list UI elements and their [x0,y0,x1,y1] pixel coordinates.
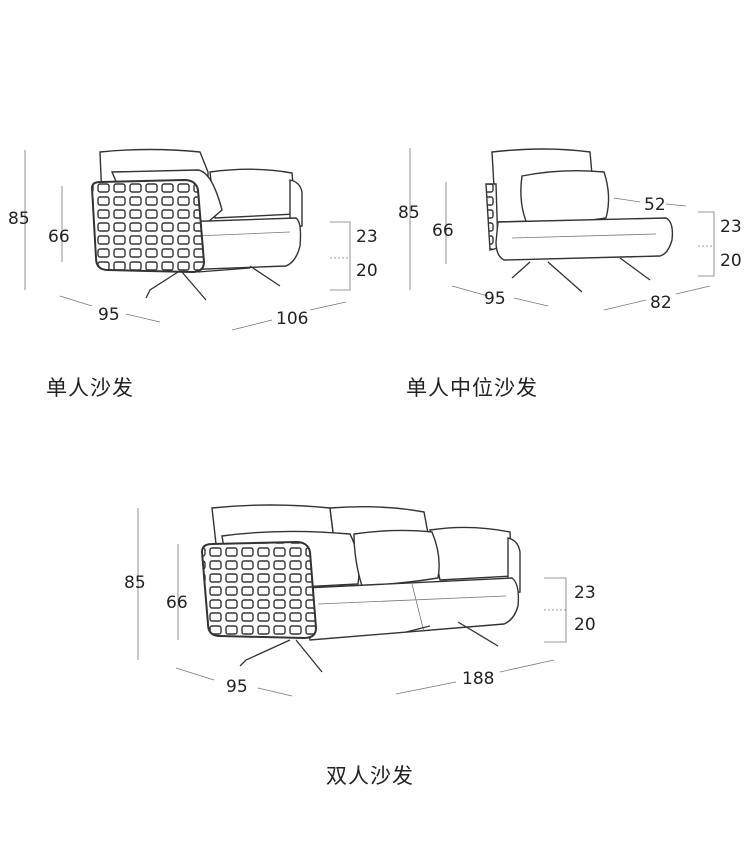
double-sofa-drawing [137,504,567,697]
single-total-height-label: 85 [8,209,30,229]
double-arm-height-label: 66 [166,593,188,613]
double-total-height-label: 85 [124,573,146,593]
middle-seat-height-label: 20 [720,251,742,271]
single-seat-height-label: 20 [356,261,378,281]
depth-line-left [59,295,93,307]
double-sofa-title: 双人沙发 [326,764,414,788]
depth-line-right [125,313,161,323]
middle-back-depth-label: 52 [644,195,666,215]
middle-cushion-top-label: 23 [720,217,742,237]
middle-sofa-title: 单人中位沙发 [406,376,538,400]
single-width-label: 106 [276,309,308,329]
middle-sofa-drawing [409,148,715,311]
middle-width-label: 82 [650,293,672,313]
single-sofa-title: 单人沙发 [46,376,134,400]
width-line-left [231,319,273,331]
single-sofa-drawing [24,148,351,331]
double-seat-height-label: 20 [574,615,596,635]
middle-total-height-label: 85 [398,203,420,223]
single-depth-label: 95 [98,305,120,325]
width-line-right [309,301,347,311]
middle-arm-height-label: 66 [432,221,454,241]
single-arm-height-label: 66 [48,227,70,247]
double-cushion-top-label: 23 [574,583,596,603]
double-depth-label: 95 [226,677,248,697]
middle-depth-label: 95 [484,289,506,309]
single-cushion-top-label: 23 [356,227,378,247]
double-width-label: 188 [462,669,494,689]
